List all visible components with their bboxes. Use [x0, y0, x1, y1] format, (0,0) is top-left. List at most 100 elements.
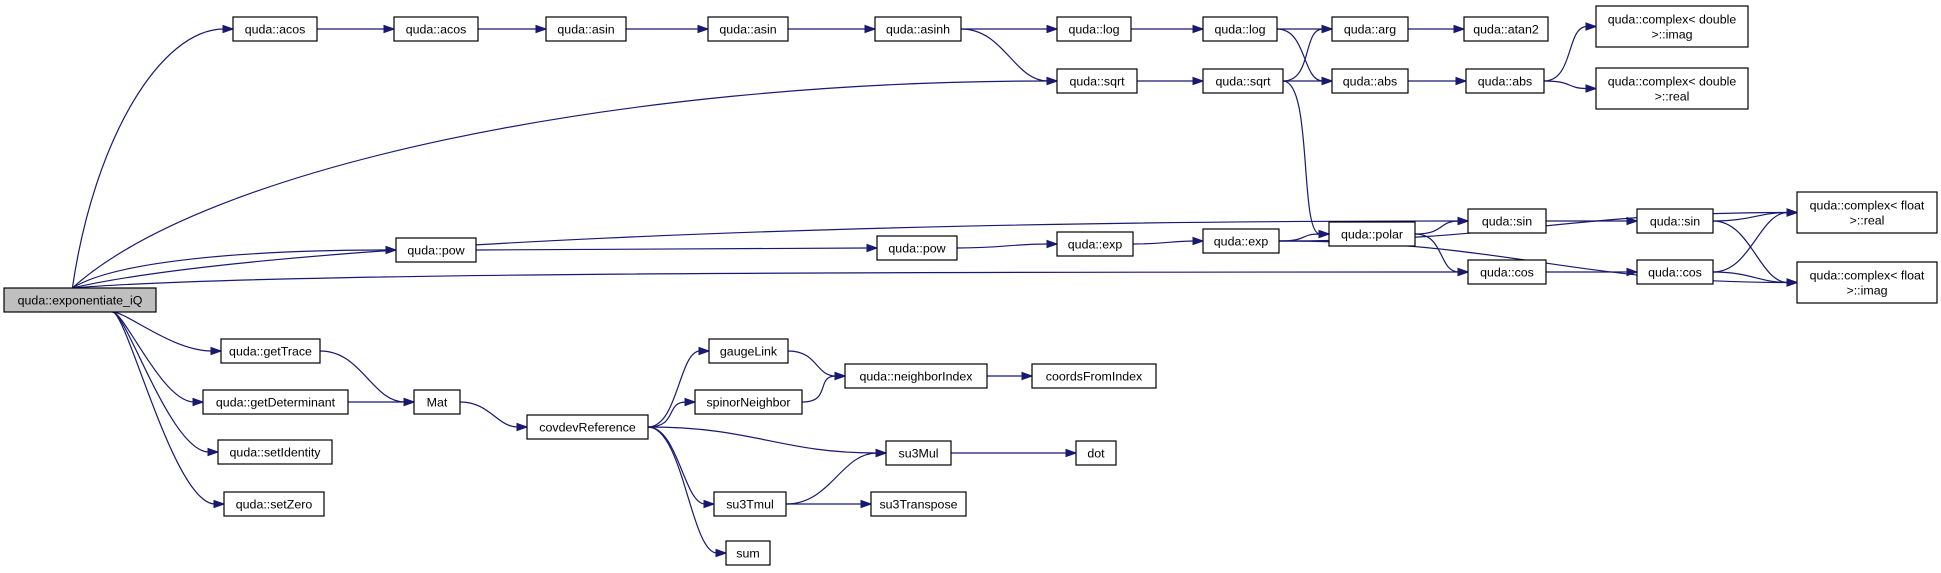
node-quda-polar[interactable]: quda::polar [1328, 221, 1416, 247]
node-box[interactable] [217, 439, 333, 465]
edge-arrowhead [1318, 229, 1331, 239]
node-quda-exponentiate-iq[interactable]: quda::exponentiate_iQ [3, 287, 157, 313]
node-quda-arg[interactable]: quda::arg [1331, 16, 1409, 42]
node-box[interactable] [1328, 221, 1416, 247]
node-quda-cos[interactable]: quda::cos [1467, 259, 1547, 285]
node-box[interactable] [885, 440, 952, 466]
node-quda-asin[interactable]: quda::asin [545, 16, 627, 42]
node-su3mul[interactable]: su3Mul [885, 440, 952, 466]
node-sum[interactable]: sum [725, 540, 771, 566]
node-quda-acos[interactable]: quda::acos [393, 16, 479, 42]
node-box[interactable] [1202, 16, 1278, 42]
node-box[interactable] [220, 338, 321, 364]
node-box[interactable] [202, 389, 349, 415]
node-box[interactable] [1636, 208, 1714, 234]
edge-arrowhead [703, 499, 716, 509]
node-quda-exp[interactable]: quda::exp [1056, 231, 1134, 257]
edge-arrowhead [875, 448, 888, 458]
node-quda-sin[interactable]: quda::sin [1636, 208, 1714, 234]
node-box[interactable] [1331, 16, 1409, 42]
node-quda-sin[interactable]: quda::sin [1467, 208, 1547, 234]
node-box[interactable] [1056, 231, 1134, 257]
node-quda-getdeterminant[interactable]: quda::getDeterminant [202, 389, 349, 415]
node-box[interactable] [1202, 228, 1280, 254]
node-label: >::real [1850, 214, 1885, 228]
node-box[interactable] [1467, 259, 1547, 285]
node-box[interactable] [413, 389, 461, 415]
node-quda-sqrt[interactable]: quda::sqrt [1202, 68, 1284, 94]
node-quda-setzero[interactable]: quda::setZero [223, 491, 325, 517]
node-box[interactable] [223, 491, 325, 517]
node-quda-pow[interactable]: quda::pow [876, 235, 958, 261]
node-label: spinorNeighbor [706, 396, 790, 410]
node-box[interactable] [694, 389, 803, 415]
node-covdevreference[interactable]: covdevReference [526, 414, 649, 440]
node-box[interactable] [1467, 208, 1547, 234]
edge-n8-n9 [1408, 24, 1466, 34]
node-box[interactable] [232, 16, 318, 42]
edge-arrowhead [860, 499, 873, 509]
edge-n13-n14 [1408, 76, 1468, 86]
node-box[interactable] [1636, 259, 1714, 285]
node-quda-gettrace[interactable]: quda::getTrace [220, 338, 321, 364]
node-spinorneighbor[interactable]: spinorNeighbor [694, 389, 803, 415]
node-quda-log[interactable]: quda::log [1056, 16, 1132, 42]
node-quda-log[interactable]: quda::log [1202, 16, 1278, 42]
node-quda-asin[interactable]: quda::asin [707, 16, 789, 42]
node-box[interactable] [1056, 68, 1138, 94]
node-quda-abs[interactable]: quda::abs [1331, 68, 1409, 94]
node-quda-complex-float-real[interactable]: quda::complex< float>::real [1796, 191, 1938, 234]
node-box[interactable] [3, 287, 157, 313]
node-su3tmul[interactable]: su3Tmul [713, 491, 787, 517]
node-box[interactable] [707, 16, 789, 42]
node-box[interactable] [1202, 68, 1284, 94]
edge-arrowhead [1626, 267, 1639, 277]
node-quda-pow[interactable]: quda::pow [395, 237, 477, 263]
node-box[interactable] [1465, 68, 1545, 94]
edge-arrowhead [1021, 371, 1034, 381]
node-box[interactable] [1031, 363, 1157, 389]
node-box[interactable] [1595, 5, 1749, 48]
edge-line [787, 350, 837, 377]
node-quda-setidentity[interactable]: quda::setIdentity [217, 439, 333, 465]
node-box[interactable] [395, 237, 477, 263]
node-gaugelink[interactable]: gaugeLink [708, 338, 789, 364]
node-box[interactable] [1796, 261, 1938, 304]
node-label: quda::abs [1343, 75, 1397, 89]
node-box[interactable] [844, 363, 988, 389]
node-box[interactable] [526, 414, 649, 440]
node-coordsfromindex[interactable]: coordsFromIndex [1031, 363, 1157, 389]
node-quda-sqrt[interactable]: quda::sqrt [1056, 68, 1138, 94]
node-quda-exp[interactable]: quda::exp [1202, 228, 1280, 254]
node-box[interactable] [1056, 16, 1132, 42]
node-box[interactable] [876, 235, 958, 261]
node-box[interactable] [870, 491, 967, 517]
node-box[interactable] [1796, 191, 1938, 234]
node-box[interactable] [874, 16, 962, 42]
node-mat[interactable]: Mat [413, 389, 461, 415]
node-quda-complex-double-imag[interactable]: quda::complex< double>::imag [1595, 5, 1749, 48]
node-box[interactable] [393, 16, 479, 42]
node-box[interactable] [1331, 68, 1409, 94]
node-quda-acos[interactable]: quda::acos [232, 16, 318, 42]
edge-n36-n35 [647, 397, 697, 428]
node-dot[interactable]: dot [1075, 440, 1117, 466]
node-box[interactable] [1463, 16, 1549, 42]
node-box[interactable] [1075, 440, 1117, 466]
node-quda-cos[interactable]: quda::cos [1636, 259, 1714, 285]
node-box[interactable] [1595, 67, 1749, 110]
edge-arrowhead [403, 397, 416, 407]
node-su3transpose[interactable]: su3Transpose [870, 491, 967, 517]
node-box[interactable] [708, 338, 789, 364]
node-box[interactable] [713, 491, 787, 517]
node-box[interactable] [545, 16, 627, 42]
node-quda-atan2[interactable]: quda::atan2 [1463, 16, 1549, 42]
node-quda-abs[interactable]: quda::abs [1465, 68, 1545, 94]
node-label: su3Mul [899, 447, 939, 461]
node-quda-neighborindex[interactable]: quda::neighborIndex [844, 363, 988, 389]
node-quda-complex-float-imag[interactable]: quda::complex< float>::imag [1796, 261, 1938, 304]
node-quda-asinh[interactable]: quda::asinh [874, 16, 962, 42]
node-quda-complex-double-real[interactable]: quda::complex< double>::real [1595, 67, 1749, 110]
node-box[interactable] [725, 540, 771, 566]
edge-line [801, 375, 837, 403]
